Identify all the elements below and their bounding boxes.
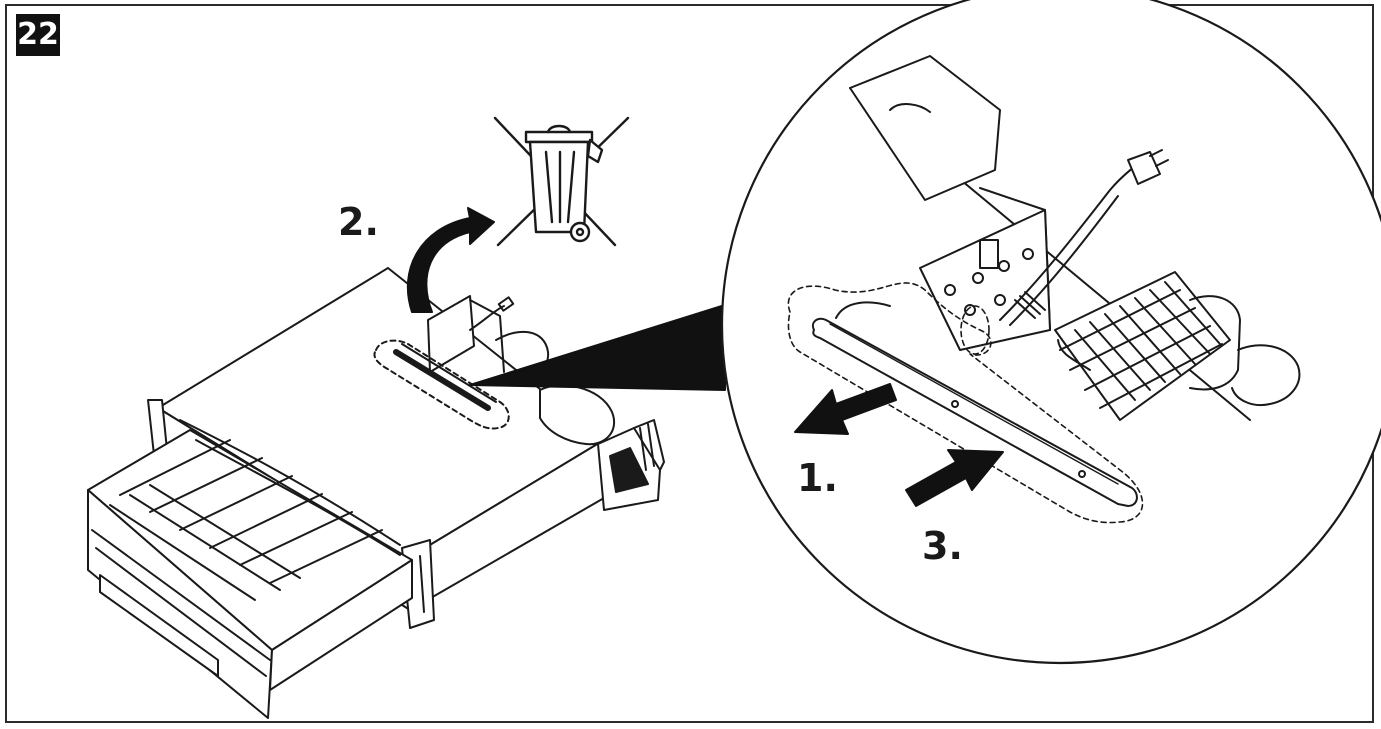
step-1-label: 1. [797, 456, 838, 500]
curved-arrow-up-icon [406, 207, 495, 313]
led-strip [812, 301, 1138, 507]
zoom-callout-wedge [469, 304, 726, 391]
step-2-label: 2. [338, 200, 379, 244]
arrow-right-icon [905, 449, 1004, 507]
crossed-out-wheelie-bin-icon [493, 116, 630, 247]
zoom-detail-circle [721, 0, 1381, 664]
arrow-left-icon [794, 383, 897, 435]
figure-number-badge: 22 [16, 14, 60, 56]
warming-drawer-appliance [87, 267, 665, 719]
step-3-label: 3. [922, 524, 963, 568]
drawer [87, 429, 413, 719]
